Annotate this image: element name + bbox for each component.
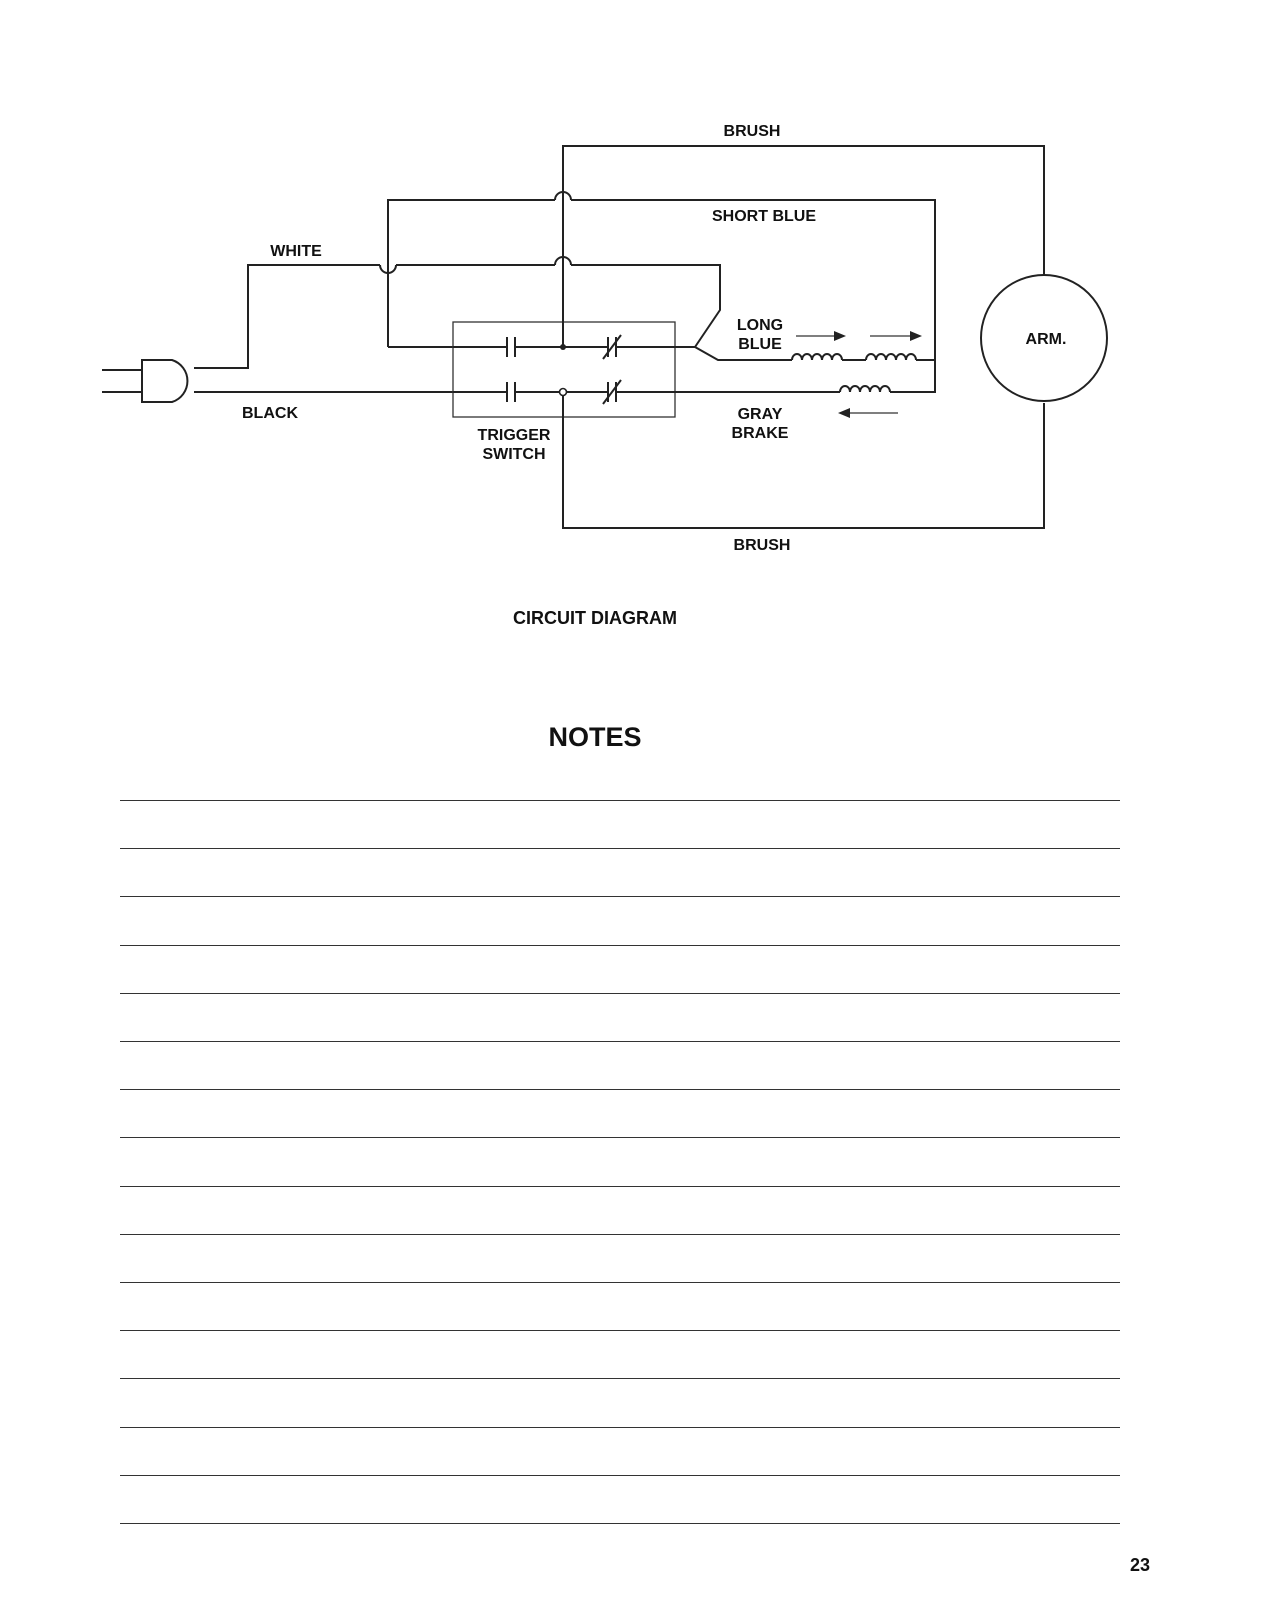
circuit-diagram: BRUSH SHORT BLUE WHITE LONG BLUE ARM. BL… bbox=[102, 123, 1108, 554]
arrow-right-icon bbox=[870, 331, 922, 341]
note-line bbox=[120, 1427, 1120, 1428]
switch-label: SWITCH bbox=[482, 446, 545, 463]
note-line bbox=[120, 1282, 1120, 1283]
brake-label: BRAKE bbox=[732, 425, 789, 442]
plug-icon bbox=[102, 359, 189, 403]
note-line bbox=[120, 1137, 1120, 1138]
page-number: 23 bbox=[1129, 1555, 1150, 1575]
field-coil-1 bbox=[791, 353, 843, 361]
note-line bbox=[120, 1330, 1120, 1331]
arrow-right-icon bbox=[796, 331, 846, 341]
diagram-caption: CIRCUIT DIAGRAM bbox=[513, 608, 677, 628]
note-line bbox=[120, 1089, 1120, 1090]
note-line bbox=[120, 1475, 1120, 1476]
note-line bbox=[120, 945, 1120, 946]
black-label: BLACK bbox=[242, 405, 298, 422]
brush-top-label: BRUSH bbox=[724, 123, 781, 140]
note-line bbox=[120, 1234, 1120, 1235]
note-line bbox=[120, 1378, 1120, 1379]
note-line bbox=[120, 896, 1120, 897]
note-line bbox=[120, 1041, 1120, 1042]
brush-bottom-wire bbox=[562, 392, 1045, 529]
arrow-left-icon bbox=[838, 408, 898, 418]
field-coil-2 bbox=[865, 353, 917, 361]
brake-coil bbox=[839, 385, 891, 393]
note-line bbox=[120, 848, 1120, 849]
trigger-label: TRIGGER bbox=[478, 427, 551, 444]
gray-label: GRAY bbox=[738, 406, 783, 423]
arm-label: ARM. bbox=[1026, 331, 1067, 348]
long-label: LONG bbox=[737, 317, 783, 334]
brush-top-wire bbox=[562, 145, 1045, 347]
note-line bbox=[120, 1186, 1120, 1187]
blue-label: BLUE bbox=[738, 336, 782, 353]
short-blue-label: SHORT BLUE bbox=[712, 208, 816, 225]
note-line bbox=[120, 993, 1120, 994]
white-label: WHITE bbox=[270, 243, 322, 260]
notes-title: NOTES bbox=[548, 722, 642, 752]
short-blue-wire bbox=[387, 199, 555, 347]
brush-bottom-label: BRUSH bbox=[734, 537, 791, 554]
note-line bbox=[120, 800, 1120, 801]
note-line bbox=[120, 1523, 1120, 1524]
armature-circle bbox=[980, 274, 1108, 402]
white-wire bbox=[194, 264, 380, 369]
